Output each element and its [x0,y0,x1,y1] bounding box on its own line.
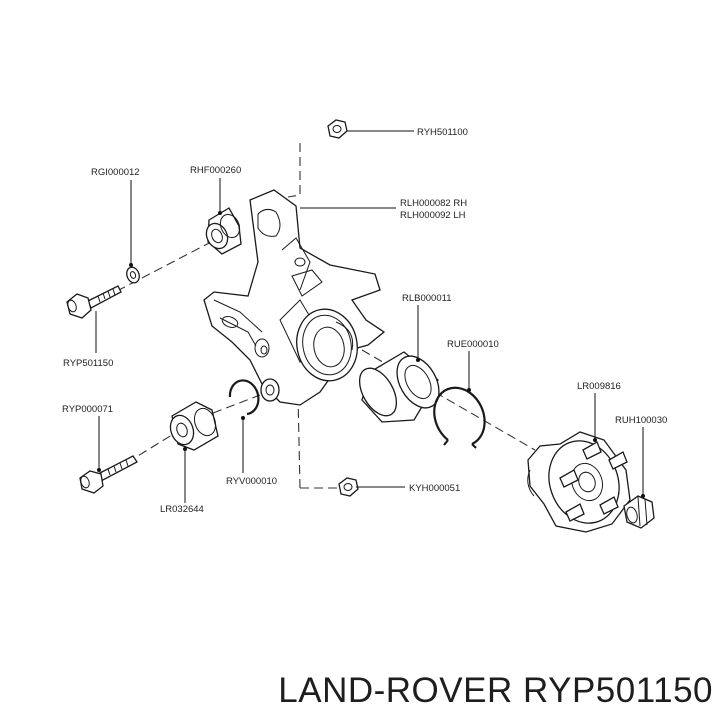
label-rlb000011: RLB000011 [402,293,451,304]
label-lr009816: LR009816 [577,381,621,392]
knuckle-housing [203,189,386,406]
label-rgi000012: RGI000012 [91,167,140,178]
callout-labels: RYH501100 RGI000012 RHF000260 RLH000082 … [62,127,667,515]
wheel-bearing [358,351,440,423]
label-rhf000260: RHF000260 [190,165,241,176]
wheel-hub [527,431,631,533]
upper-bush [205,207,242,255]
flange-nut-top [327,119,348,139]
label-rue000010: RUE000010 [447,339,499,350]
label-ryp501150: RYP501150 [63,358,113,369]
label-rlh000092-lh: RLH000092 LH [400,210,466,221]
upper-bolt [66,285,122,319]
circlip-small [228,379,260,416]
lower-bolt [79,455,138,494]
hub-nut [623,495,655,529]
label-ruh100030: RUH100030 [615,415,667,426]
label-ryp000071: RYP000071 [62,404,113,415]
label-ryv000010: RYV000010 [226,476,277,487]
label-rlh000082-rh: RLH000082 RH [400,198,467,209]
snap-ring [433,386,486,449]
washer-upper [126,266,140,284]
label-ryh501100: RYH501100 [417,127,468,138]
leader-lines [95,130,645,503]
lower-bush [169,401,219,451]
brand-part-number: LAND-ROVER RYP501150 [278,671,713,710]
flange-nut-lower [338,477,359,497]
label-lr032644: LR032644 [160,504,204,515]
label-kyh000051: KYH000051 [409,483,460,494]
